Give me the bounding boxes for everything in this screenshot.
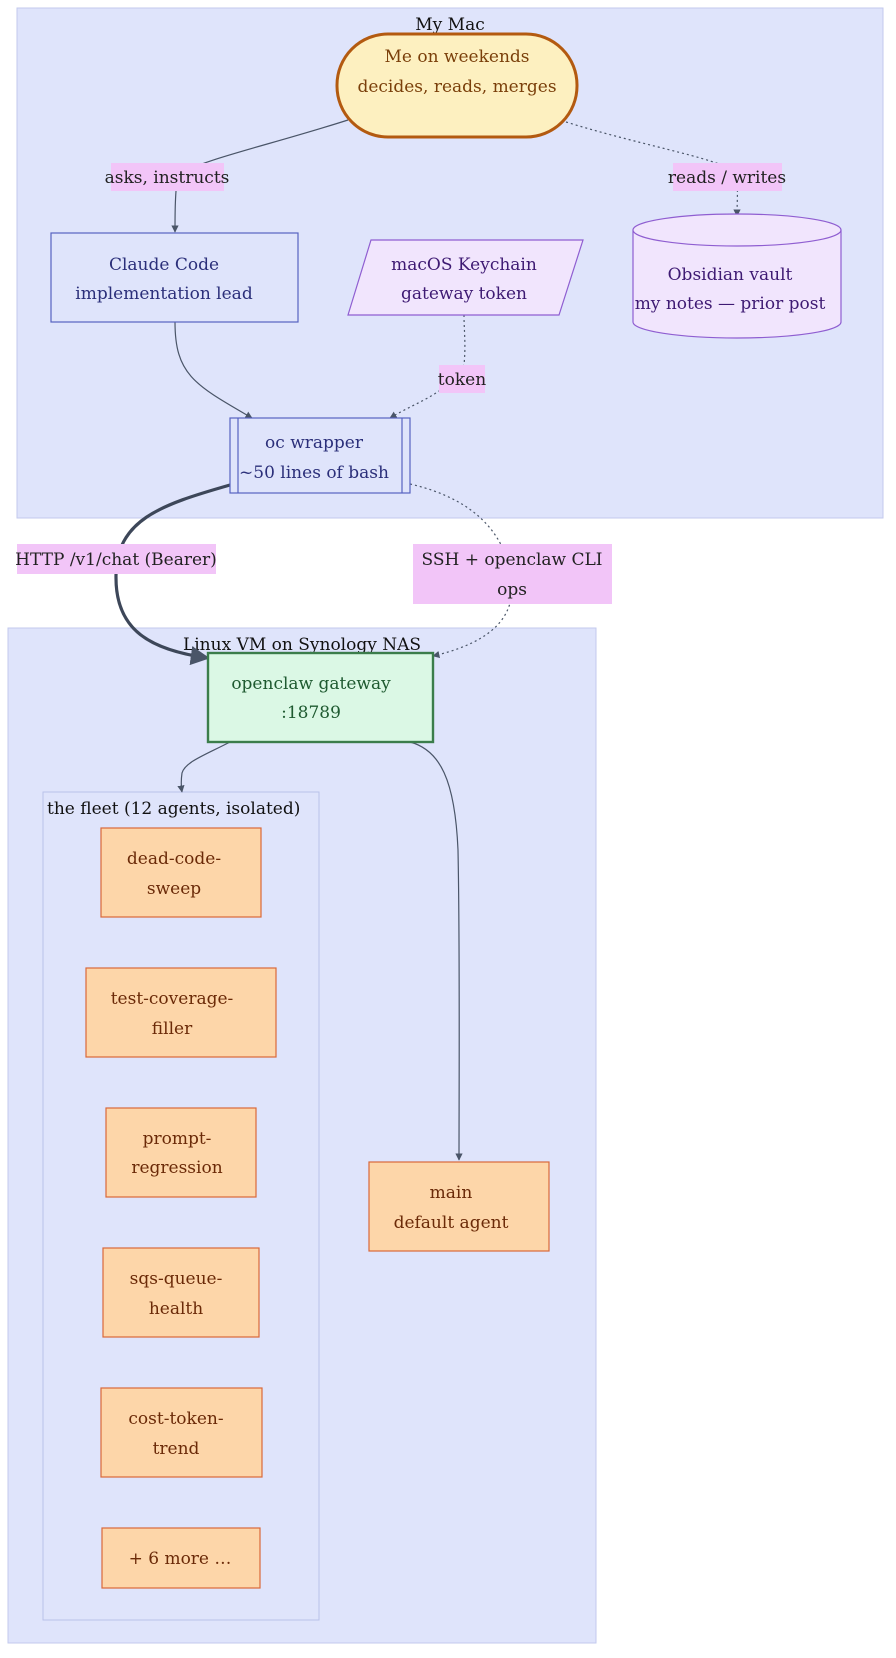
agent-cost-token-trend: cost-token- trend — [100, 1387, 263, 1478]
cluster-my-mac-title: My Mac — [415, 15, 484, 35]
svg-text:token: token — [438, 370, 486, 390]
edge-label-asks: asks, instructs — [105, 163, 230, 191]
svg-text:test-coverage-: test-coverage- — [111, 989, 234, 1009]
svg-text:Me on weekends: Me on weekends — [384, 47, 529, 67]
svg-text:sweep: sweep — [147, 879, 201, 899]
edge-gateway-to-fleet — [177, 741, 231, 793]
node-me-on-weekends: Me on weekends decides, reads, merges — [335, 32, 579, 139]
node-main-agent: main default agent — [368, 1161, 550, 1252]
node-macos-keychain: macOS Keychain gateway token — [347, 239, 584, 316]
edge-wrapper-to-gateway-http — [114, 483, 231, 666]
edge-label-reads: reads / writes — [668, 163, 786, 191]
node-openclaw-gateway: openclaw gateway :18789 — [206, 651, 435, 744]
edge-gateway-to-main — [409, 741, 463, 1161]
svg-text:+ 6 more …: + 6 more … — [129, 1549, 232, 1569]
svg-text:macOS Keychain: macOS Keychain — [391, 255, 537, 275]
svg-text:default agent: default agent — [394, 1213, 509, 1233]
svg-text::18789: :18789 — [281, 703, 341, 723]
svg-text:HTTP /v1/chat (Bearer): HTTP /v1/chat (Bearer) — [15, 550, 217, 570]
node-oc-wrapper: oc wrapper ~50 lines of bash — [229, 417, 411, 494]
cluster-fleet-title: the fleet (12 agents, isolated) — [47, 799, 300, 819]
edge-label-http: HTTP /v1/chat (Bearer) — [15, 544, 217, 574]
agent-test-coverage-filler: test-coverage- filler — [85, 967, 277, 1058]
edge-claude-to-wrapper — [174, 321, 253, 419]
svg-text:regression: regression — [131, 1158, 222, 1178]
node-claude-code: Claude Code implementation lead — [50, 232, 299, 323]
svg-text:filler: filler — [152, 1019, 193, 1039]
cluster-linux-vm-title: Linux VM on Synology NAS — [183, 635, 421, 655]
edge-label-ssh: SSH + openclaw CLI ops — [413, 544, 612, 604]
svg-text:SSH + openclaw CLI: SSH + openclaw CLI — [421, 550, 602, 570]
cluster-fleet: the fleet (12 agents, isolated) — [42, 791, 320, 1621]
agent-sqs-queue-health: sqs-queue- health — [102, 1247, 260, 1338]
svg-text:health: health — [149, 1299, 203, 1319]
svg-text:my notes — prior post: my notes — prior post — [635, 294, 826, 314]
svg-text:trend: trend — [153, 1439, 200, 1459]
svg-text:reads / writes: reads / writes — [668, 168, 786, 188]
node-obsidian-vault: Obsidian vault my notes — prior post — [632, 213, 842, 339]
svg-text:oc wrapper: oc wrapper — [265, 433, 364, 453]
agent-prompt-regression: prompt- regression — [105, 1107, 257, 1198]
agent-dead-code-sweep: dead-code- sweep — [100, 827, 262, 918]
svg-text:dead-code-: dead-code- — [127, 849, 221, 869]
svg-text:Obsidian vault: Obsidian vault — [668, 265, 793, 285]
svg-text:cost-token-: cost-token- — [128, 1409, 223, 1429]
svg-text:ops: ops — [497, 580, 527, 600]
edge-label-token: token — [438, 365, 486, 393]
svg-text:main: main — [430, 1183, 473, 1203]
svg-text:sqs-queue-: sqs-queue- — [130, 1269, 223, 1289]
svg-text:asks, instructs: asks, instructs — [105, 168, 230, 188]
agent-more: + 6 more … — [101, 1527, 261, 1589]
svg-text:Claude Code: Claude Code — [109, 255, 219, 275]
svg-text:decides, reads, merges: decides, reads, merges — [357, 77, 556, 97]
svg-text:openclaw gateway: openclaw gateway — [231, 674, 391, 694]
svg-text:implementation lead: implementation lead — [75, 284, 253, 304]
svg-text:~50 lines of bash: ~50 lines of bash — [239, 463, 389, 483]
svg-text:prompt-: prompt- — [143, 1129, 212, 1149]
svg-text:gateway token: gateway token — [401, 284, 527, 304]
